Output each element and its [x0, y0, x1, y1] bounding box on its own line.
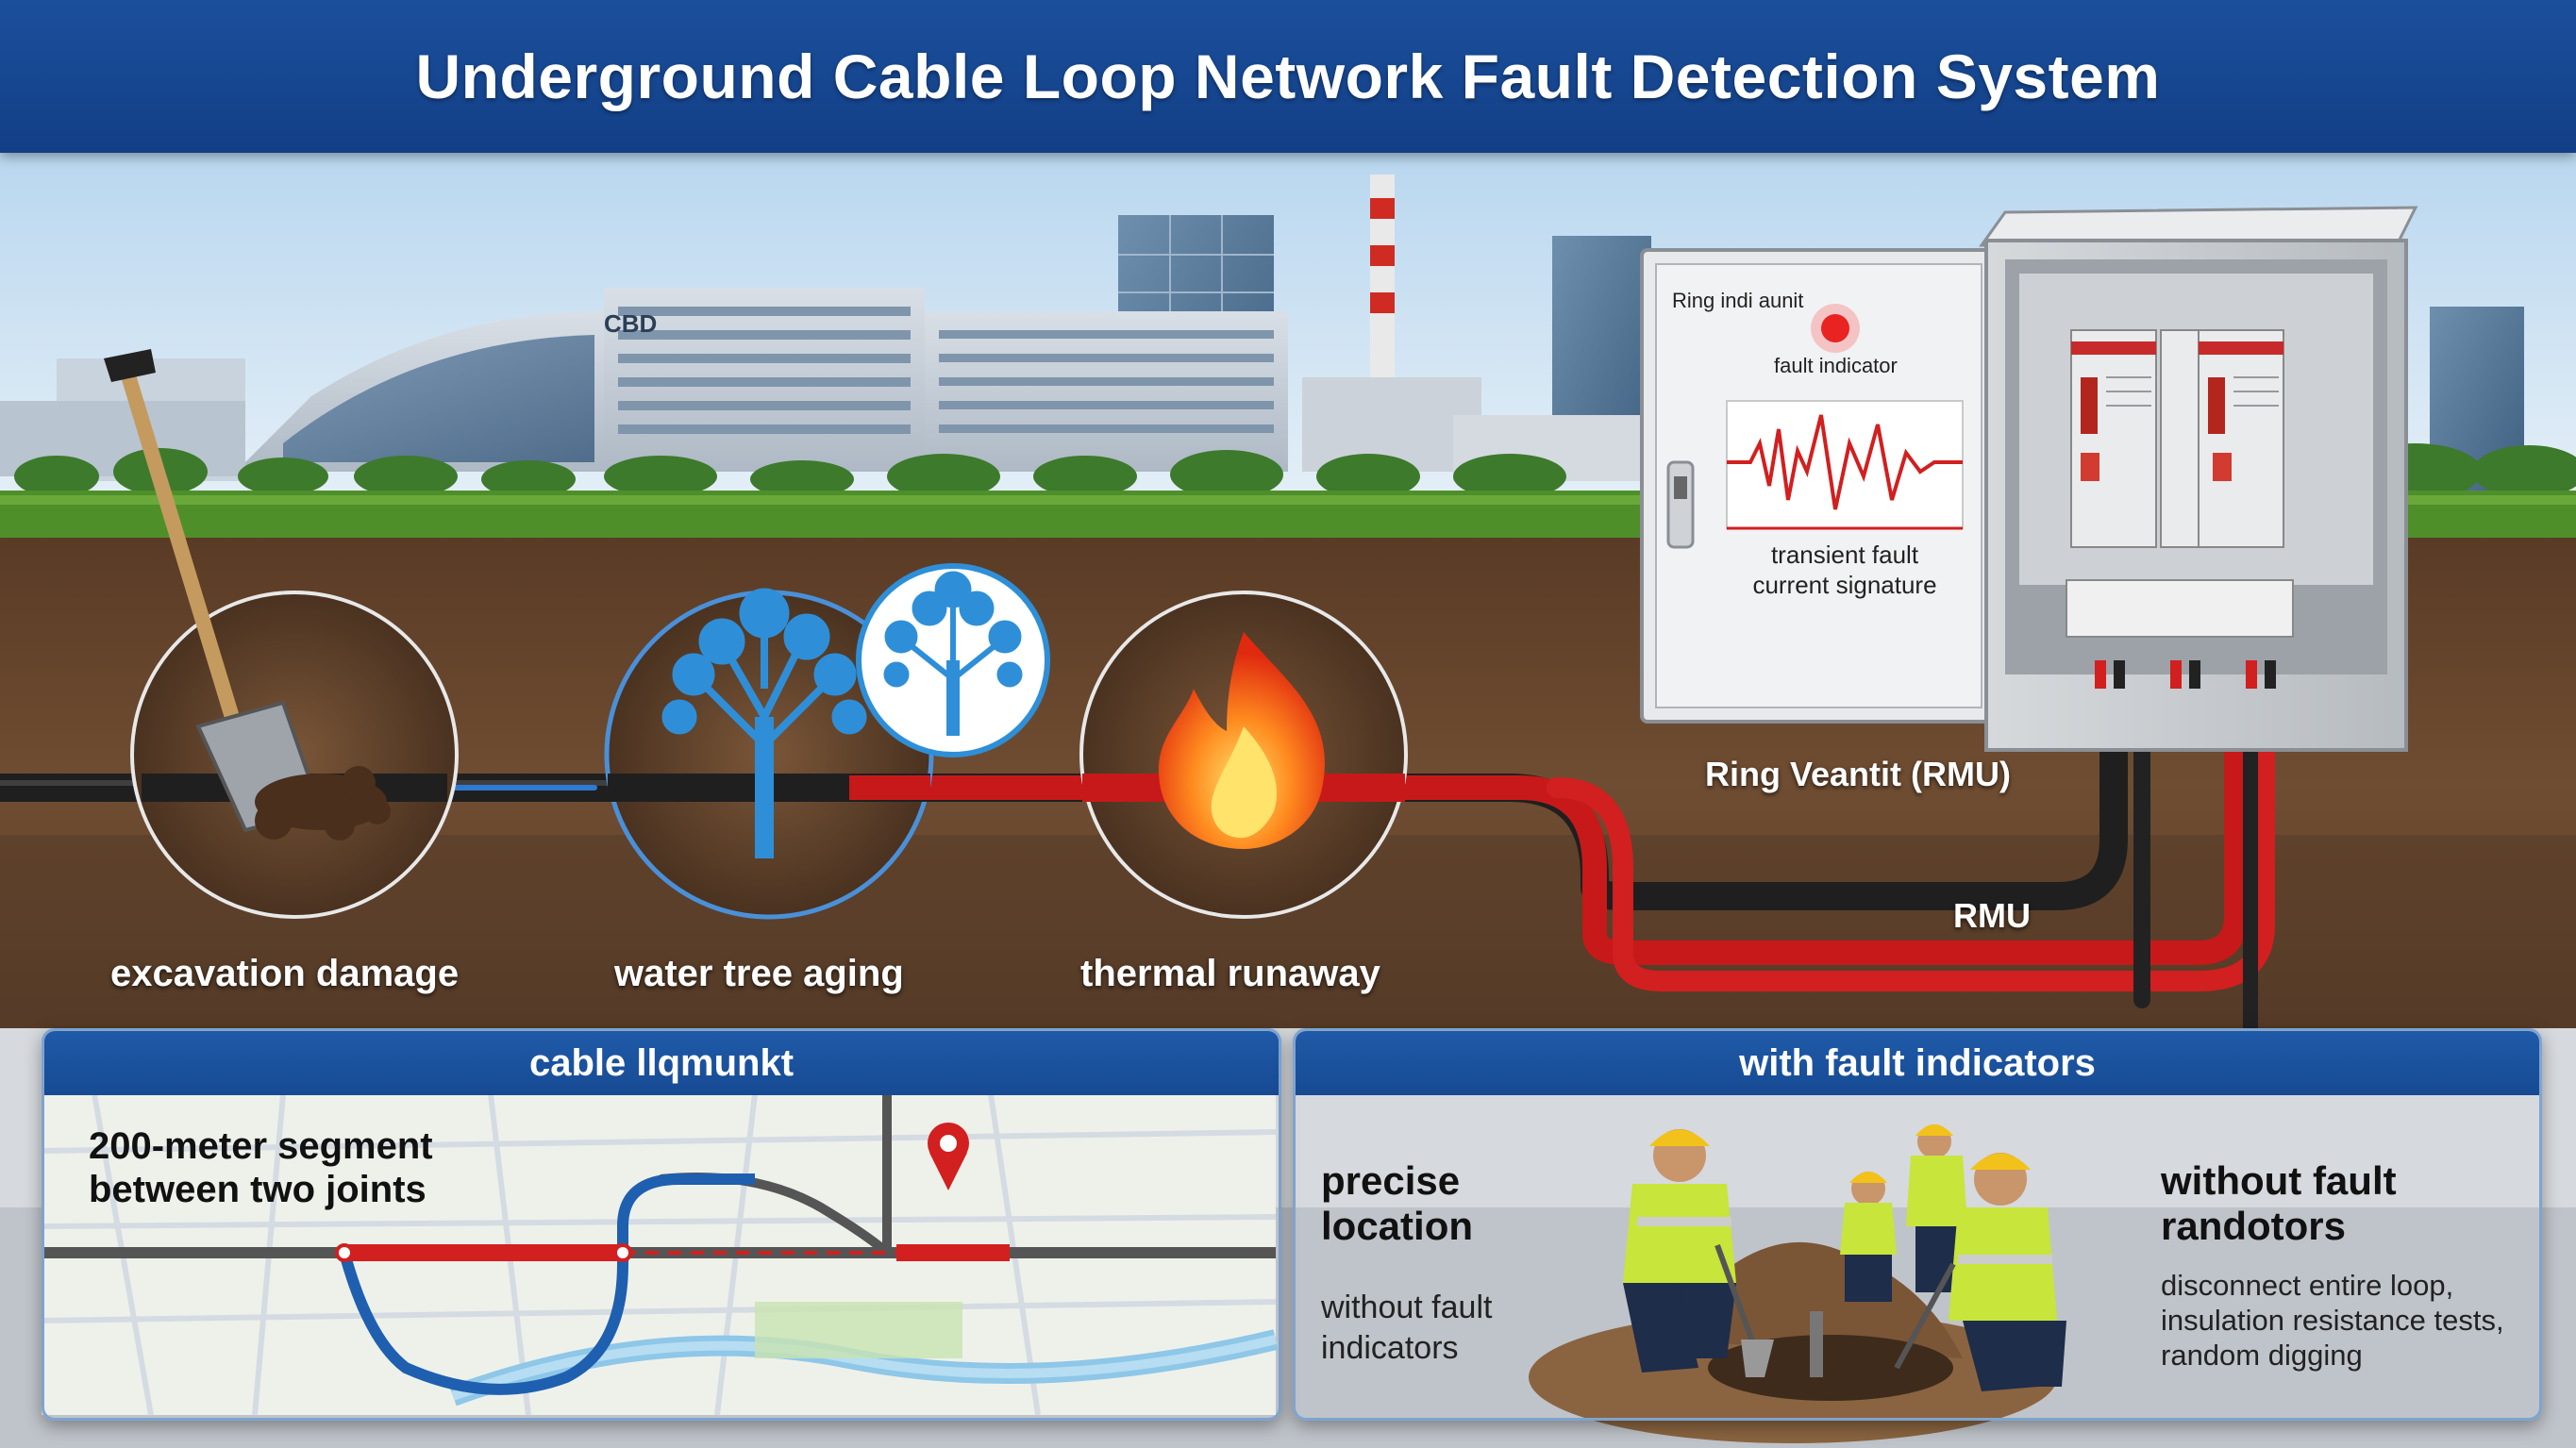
right-sub-line-1: disconnect entire loop,	[2161, 1269, 2454, 1302]
segment-line-2: between two joints	[89, 1169, 427, 1210]
worker-icon	[1906, 1124, 1967, 1292]
fault-indicator-led	[1821, 314, 1849, 342]
thermal-label: thermal runaway	[1080, 953, 1380, 994]
excavation-circle	[104, 349, 459, 919]
indicator-door	[1640, 248, 1998, 724]
tree-icon	[661, 588, 867, 858]
worker-icon	[1840, 1172, 1897, 1302]
thermal-circle	[1079, 591, 1408, 919]
map-panel: cable llqmunkt	[42, 1028, 1281, 1421]
left-title-line-1: precise	[1321, 1158, 1461, 1203]
right-sub-line-3: random digging	[2161, 1339, 2363, 1372]
map-panel-header: cable llqmunkt	[44, 1031, 1279, 1095]
segment-caption: 200-meter segment between two joints	[89, 1124, 433, 1211]
tree-icon	[883, 571, 1023, 736]
worker-icon	[1623, 1129, 1774, 1377]
location-pin-icon	[928, 1123, 969, 1190]
right-title-line-2: randotors	[2161, 1204, 2347, 1248]
water-tree-label: water tree aging	[614, 953, 904, 994]
flame-icon	[1158, 632, 1325, 849]
precise-location: precise location	[1321, 1158, 1473, 1249]
signature-caption: transient fault current signature	[1727, 540, 1963, 600]
left-title-line-2: location	[1321, 1204, 1474, 1248]
segment-line-1: 200-meter segment	[89, 1125, 433, 1167]
building-sign: CBD	[604, 309, 657, 338]
worker-icon	[1894, 1153, 2066, 1391]
without-indicators-title: without fault randotors	[2161, 1158, 2397, 1249]
water-tree-circle	[604, 563, 1050, 920]
indicator-header: Ring indi aunit	[1672, 289, 1804, 312]
right-title-line-1: without fault	[2161, 1158, 2397, 1203]
city-skyline: CBD	[0, 175, 2524, 495]
workers-scene	[1529, 1124, 2066, 1443]
compare-panel: with fault indicators	[1293, 1028, 2542, 1421]
excavation-label: excavation damage	[110, 953, 460, 994]
transient-waveform	[1727, 414, 1963, 510]
left-sub-line-2: indicators	[1321, 1330, 1459, 1366]
map	[41, 1093, 1279, 1416]
rmu-caption: Ring Veantit (RMU)	[1705, 755, 2011, 793]
page-title: Underground Cable Loop Network Fault Det…	[415, 42, 2161, 111]
compare-panel-header: with fault indicators	[1296, 1031, 2539, 1095]
rmu-short-label: RMU	[1953, 896, 2031, 935]
signature-line-2: current signature	[1752, 571, 1937, 599]
right-sub-line-2: insulation resistance tests,	[2161, 1304, 2504, 1337]
rmu-cabinet	[1979, 206, 2418, 752]
title-bar: Underground Cable Loop Network Fault Det…	[0, 0, 2576, 153]
signature-line-1: transient fault	[1770, 541, 1919, 569]
fault-indicator-label: fault indicator	[1774, 354, 1898, 377]
left-sub-line-1: without fault	[1321, 1290, 1493, 1325]
without-indicators-list: disconnect entire loop, insulation resis…	[2161, 1268, 2504, 1373]
left-subtitle: without fault indicators	[1321, 1288, 1492, 1369]
